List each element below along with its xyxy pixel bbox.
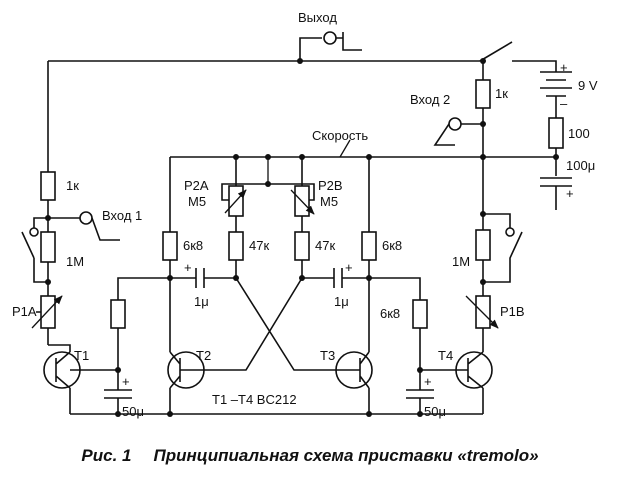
resistor-100 <box>548 117 564 149</box>
svg-text:1M: 1M <box>66 254 84 269</box>
battery-label: 9 V <box>578 78 598 93</box>
svg-text:+: + <box>566 186 574 201</box>
output-jack <box>299 31 362 61</box>
svg-text:+: + <box>122 374 130 389</box>
svg-text:P2A: P2A <box>184 178 209 193</box>
speed-label: Скорость <box>312 128 368 143</box>
svg-text:+: + <box>184 260 192 275</box>
svg-text:100: 100 <box>568 126 590 141</box>
svg-text:6к8: 6к8 <box>380 306 400 321</box>
switch-right <box>483 231 523 283</box>
resistor-base-t1 <box>110 299 126 329</box>
resistor-1k-left <box>40 171 56 201</box>
svg-text:+: + <box>424 374 432 389</box>
input-2-jack <box>433 117 483 146</box>
svg-text:1μ: 1μ <box>334 294 349 309</box>
power-switch <box>479 41 513 62</box>
resistor-1m-right <box>475 229 491 261</box>
svg-text:47к: 47к <box>315 238 335 253</box>
capacitor-1u-a <box>117 268 236 300</box>
input-1-jack <box>48 211 120 241</box>
transistor-note: T1 –T4 BC212 <box>212 392 297 407</box>
transistor-t1 <box>43 344 118 414</box>
resistor-1k-right <box>475 79 491 109</box>
transistor-t3 <box>335 345 373 414</box>
svg-text:+: + <box>560 60 568 75</box>
svg-text:T2: T2 <box>196 348 211 363</box>
capacitor-100u <box>540 177 572 210</box>
svg-text:50μ: 50μ <box>424 404 446 419</box>
svg-text:P1A: P1A <box>12 304 37 319</box>
output-label: Выход <box>298 10 337 25</box>
resistor-47k-a <box>228 231 244 261</box>
resistor-6k8-a <box>162 231 178 261</box>
resistor-6k8-c <box>412 299 428 329</box>
potentiometer-p1b <box>475 295 491 329</box>
resistor-1m-left <box>40 231 56 263</box>
resistor-6k8-b <box>361 231 377 261</box>
svg-text:–: – <box>560 96 568 111</box>
figure-caption: Рис. 1 Принципиальная схема приставки «tr… <box>0 446 620 466</box>
figure-title: Принципиальная схема приставки «tremolo» <box>153 446 539 465</box>
svg-text:6к8: 6к8 <box>183 238 203 253</box>
svg-text:+: + <box>345 260 353 275</box>
svg-text:1к: 1к <box>66 178 79 193</box>
svg-text:1к: 1к <box>495 86 508 101</box>
input-2-label: Вход 2 <box>410 92 450 107</box>
tremolo-schematic: Выход + 9 V – 100 100μ + 1к Вход 2 Скоро… <box>12 10 598 419</box>
svg-text:M5: M5 <box>320 194 338 209</box>
transistor-t2 <box>167 345 205 414</box>
svg-text:1M: 1M <box>452 254 470 269</box>
figure-number: Рис. 1 <box>81 446 132 465</box>
svg-text:M5: M5 <box>188 194 206 209</box>
battery <box>540 71 572 118</box>
transistor-t4 <box>420 345 493 414</box>
svg-text:T3: T3 <box>320 348 335 363</box>
svg-text:100μ: 100μ <box>566 158 595 173</box>
svg-text:T4: T4 <box>438 348 453 363</box>
capacitor-1u-b <box>302 268 421 300</box>
potentiometer-p1a <box>40 295 56 329</box>
svg-text:50μ: 50μ <box>122 404 144 419</box>
svg-text:T1: T1 <box>74 348 89 363</box>
svg-text:1μ: 1μ <box>194 294 209 309</box>
svg-text:6к8: 6к8 <box>382 238 402 253</box>
switch-left <box>21 231 48 283</box>
svg-text:P2B: P2B <box>318 178 343 193</box>
resistor-47k-b <box>294 231 310 261</box>
svg-text:47к: 47к <box>249 238 269 253</box>
svg-text:P1B: P1B <box>500 304 525 319</box>
input-1-label: Вход 1 <box>102 208 142 223</box>
cross-coupling <box>200 277 340 371</box>
